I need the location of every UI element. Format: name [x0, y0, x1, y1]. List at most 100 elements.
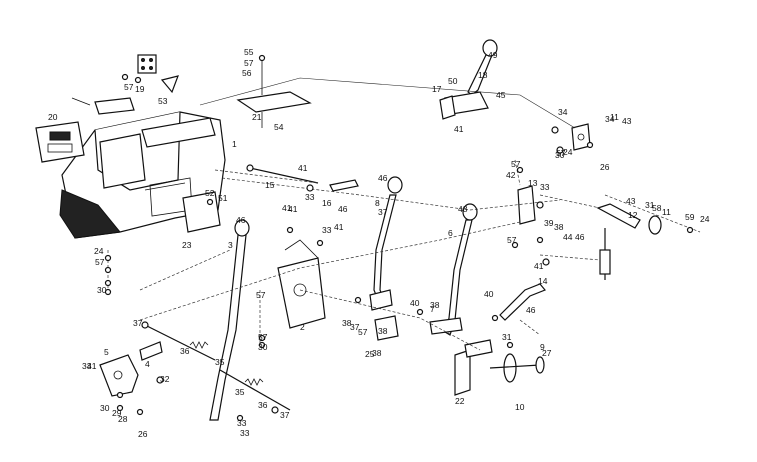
part-number-label: 52	[205, 188, 215, 198]
part-number-label: 57	[124, 82, 134, 92]
part-number-label: 12	[628, 210, 638, 220]
part-number-label: 25	[365, 349, 375, 359]
part-number-label: 30	[555, 150, 565, 160]
part-number-label: 26	[138, 429, 148, 439]
part-number-label: 11	[662, 207, 671, 217]
part-number-label: 40	[410, 298, 420, 308]
part-number-label: 46	[338, 204, 348, 214]
cable-34	[144, 324, 291, 411]
part-number-label: 38	[378, 326, 388, 336]
part-number-label: 32	[160, 374, 170, 384]
part-number-label: 33	[82, 361, 92, 371]
part-number-label: 46	[236, 215, 246, 225]
part-number-label: 20	[48, 112, 58, 122]
part-number-label: 45	[496, 90, 506, 100]
pivot-25	[374, 315, 399, 341]
part-number-label: 57	[258, 332, 268, 342]
part-number-label: 31	[645, 200, 655, 210]
part-number-label: 41	[282, 203, 292, 213]
part-number-label: 59	[685, 212, 695, 222]
part-number-label: 42	[506, 170, 516, 180]
bracket-2	[277, 239, 326, 329]
part-number-label: 18	[478, 70, 488, 80]
part-number-label: 41	[334, 222, 344, 232]
part-number-label: 37	[133, 318, 143, 328]
part-number-label: 5	[104, 347, 109, 357]
part-number-label: 24	[700, 214, 710, 224]
bracket-4	[139, 341, 163, 361]
bracket-58	[71, 97, 135, 115]
part-number-label: 36	[258, 400, 268, 410]
part-number-label: 31	[502, 332, 512, 342]
part-number-label: 41	[534, 261, 544, 271]
bracket-23	[182, 191, 221, 233]
lever-3	[209, 219, 250, 421]
part-number-label: 57	[556, 148, 566, 158]
part-number-label: 41	[454, 124, 464, 134]
part-number-label: 9	[540, 342, 545, 352]
lever-22	[454, 339, 493, 396]
part-number-label: 8	[375, 198, 380, 208]
bracket-5	[99, 354, 139, 397]
plate-19	[137, 54, 157, 74]
lever-6	[444, 203, 478, 336]
part-number-label: 57	[256, 290, 266, 300]
part-number-label: 38	[372, 348, 382, 358]
part-number-label: 10	[515, 402, 525, 412]
part-number-label: 46	[378, 173, 388, 183]
part-number-label: 40	[484, 289, 494, 299]
part-number-label: 19	[135, 84, 145, 94]
top-plate-21	[236, 55, 312, 128]
rod-14	[499, 283, 546, 321]
part-number-label: 17	[432, 84, 442, 94]
clip-51	[160, 75, 179, 94]
part-number-label: 57	[95, 257, 105, 267]
part-number-label: 43	[626, 196, 636, 206]
part-number-label: 27	[542, 348, 552, 358]
pivot-7	[429, 317, 463, 335]
part-number-label: 13	[528, 178, 538, 188]
part-number-label: 46	[526, 305, 536, 315]
part-number-label: 57	[358, 327, 368, 337]
part-number-label: 1	[232, 139, 237, 149]
part-number-label: 58	[652, 203, 662, 213]
part-number-label: 57	[511, 159, 521, 169]
part-number-label: 37	[280, 410, 290, 420]
part-number-label: 54	[274, 122, 284, 132]
part-number-label: 35	[235, 387, 245, 397]
part-number-label: 41	[298, 163, 308, 173]
part-number-label: 35	[215, 357, 225, 367]
part-number-label: 33	[240, 428, 250, 438]
part-number-label: 38	[430, 300, 440, 310]
fasteners	[104, 54, 694, 422]
part-number-label: 23	[182, 240, 192, 250]
part-number-label: 36	[180, 346, 190, 356]
pedal-10	[489, 353, 545, 383]
part-number-label: 57	[244, 58, 254, 68]
part-number-label: 49	[488, 50, 498, 60]
part-number-label: 24	[563, 147, 573, 157]
part-number-label: 51	[218, 193, 228, 203]
part-number-label: 22	[455, 396, 465, 406]
part-number-label: 57	[507, 235, 517, 245]
part-number-label: 30	[97, 285, 107, 295]
link-45	[329, 179, 359, 192]
part-number-label: 34	[605, 114, 615, 124]
part-number-label: 37	[350, 322, 360, 332]
part-number-label: 34	[558, 107, 568, 117]
part-number-label: 43	[622, 116, 632, 126]
lever-8	[369, 176, 403, 311]
part-number-label: 33	[237, 418, 247, 428]
part-number-label: 50	[448, 76, 458, 86]
part-number-label: 55	[244, 47, 254, 57]
part-number-label: 39	[544, 218, 554, 228]
part-number-label: 24	[94, 246, 104, 256]
part-number-label: 33	[322, 225, 332, 235]
part-number-label: 14	[538, 276, 548, 286]
bracket-13	[517, 185, 536, 225]
part-number-label: 4	[145, 359, 150, 369]
part-number-label: 48	[458, 204, 468, 214]
